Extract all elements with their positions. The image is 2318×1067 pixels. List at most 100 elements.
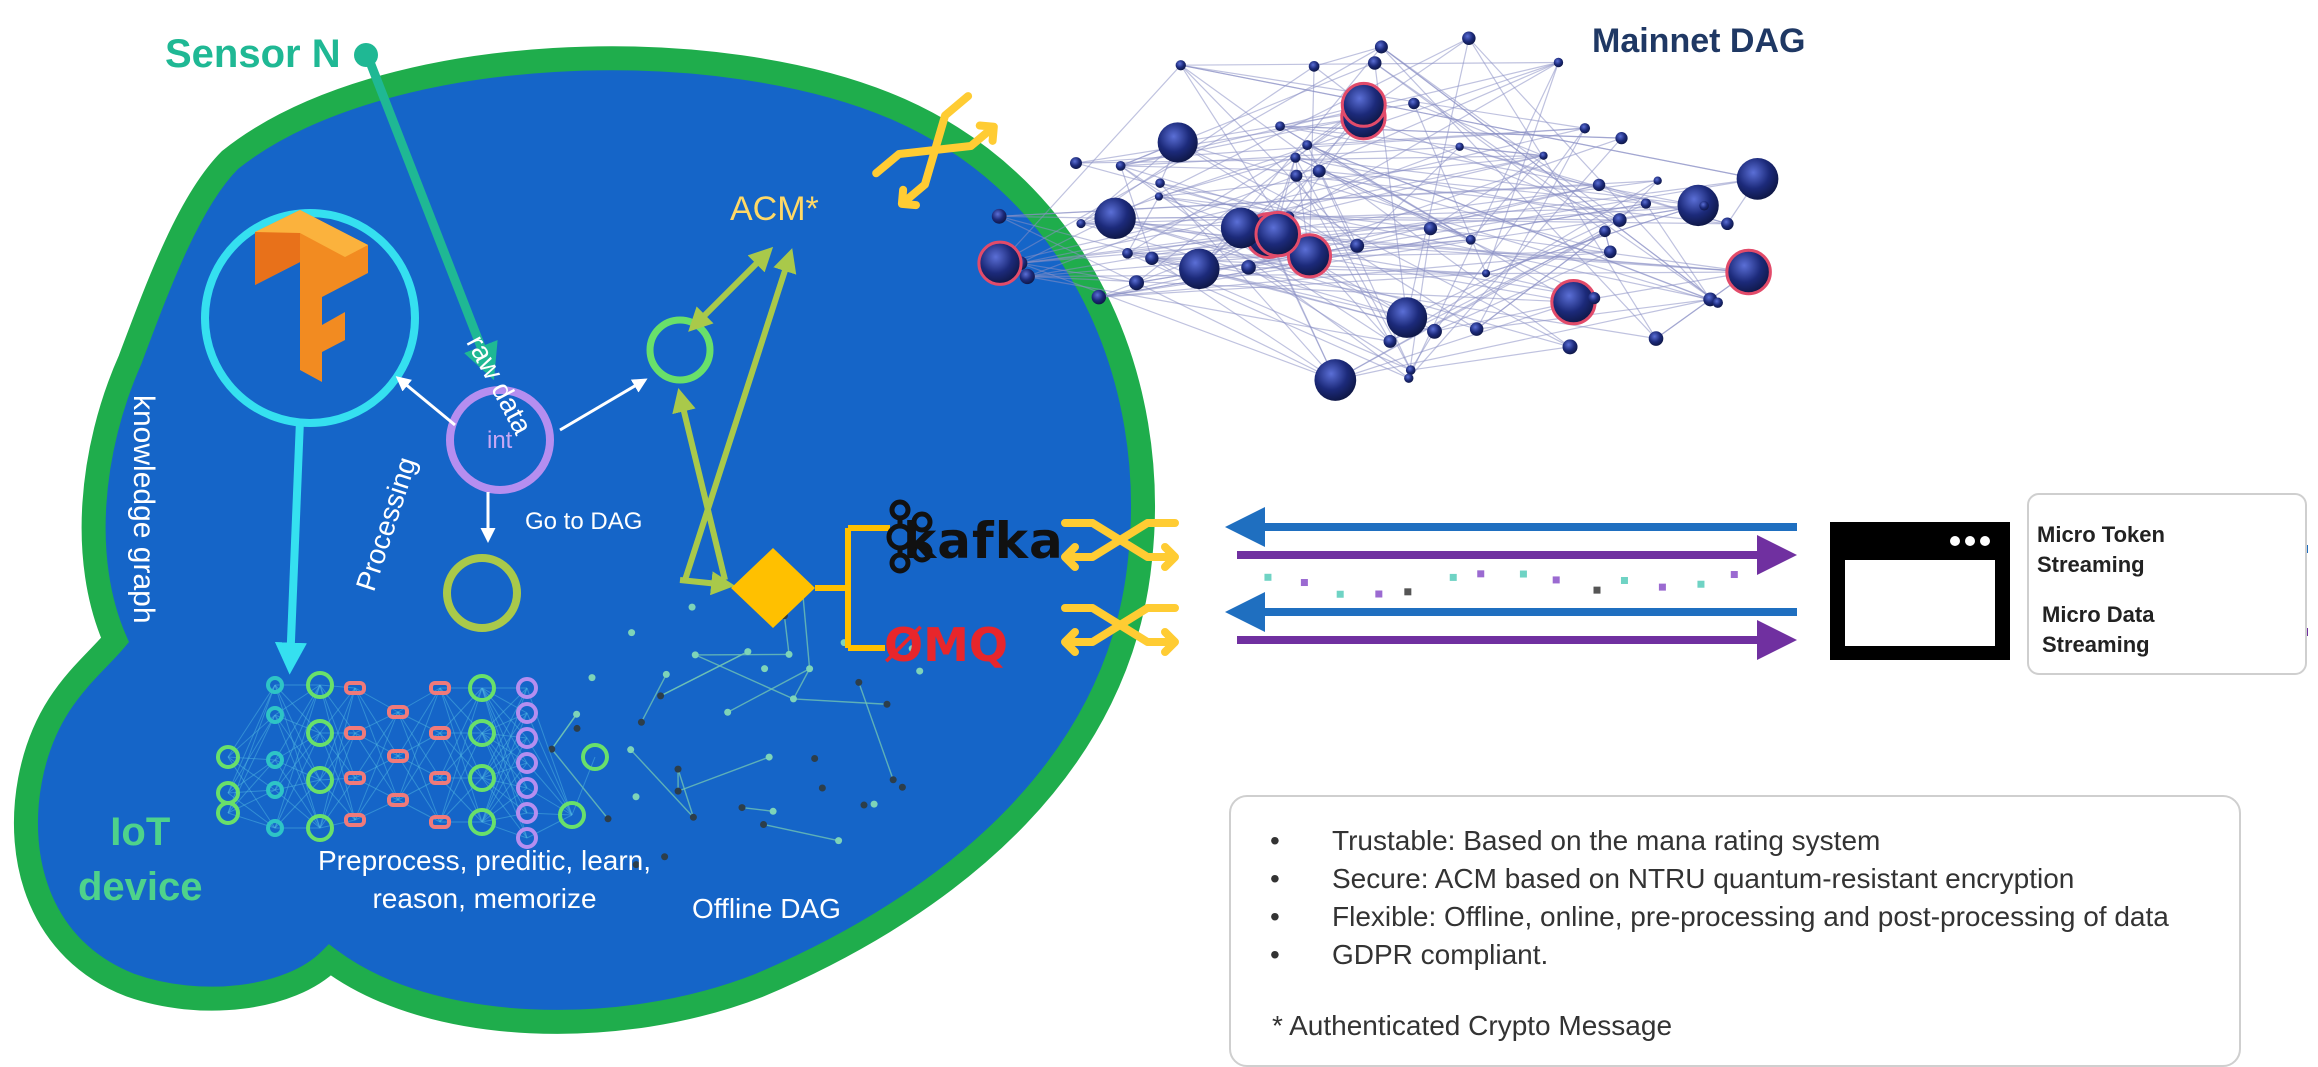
acm-footnote: * Authenticated Crypto Message	[1272, 1010, 1672, 1042]
mainnet-node	[1427, 324, 1442, 339]
preprocess-line-1: Preprocess, preditic, learn,	[318, 842, 651, 880]
mainnet-node	[1314, 359, 1356, 401]
mainnet-node	[1020, 269, 1035, 284]
mainnet-node	[1580, 123, 1590, 133]
offline-node	[835, 837, 842, 844]
mainnet-node	[1613, 213, 1627, 227]
offline-node	[633, 793, 640, 800]
packet-dot	[1594, 587, 1601, 594]
mainnet-node	[1122, 248, 1133, 259]
packet-dot	[1450, 574, 1457, 581]
offline-node	[899, 784, 906, 791]
mainnet-node	[1482, 269, 1490, 277]
offline-node	[657, 692, 664, 699]
offline-node	[890, 776, 897, 783]
mainnet-node	[1387, 297, 1428, 338]
feature-item: •GDPR compliant.	[1270, 936, 2169, 974]
offline-node	[761, 665, 768, 672]
mainnet-node	[1539, 152, 1547, 160]
offline-node	[663, 671, 670, 678]
legend-data-label: Micro Data Streaming	[2042, 600, 2154, 660]
offline-node	[627, 746, 634, 753]
mainnet-node	[1727, 250, 1771, 294]
mainnet-node	[1129, 275, 1144, 290]
mainnet-node	[1599, 226, 1611, 238]
mainnet-node	[1256, 212, 1300, 256]
mainnet-node	[1653, 177, 1661, 185]
legend-data-line-2: Streaming	[2042, 630, 2154, 660]
mainnet-node	[1649, 331, 1664, 346]
bullet-glyph: •	[1270, 936, 1332, 974]
mainnet-node	[1678, 185, 1719, 226]
offline-node	[860, 802, 867, 809]
feature-text: Trustable: Based on the mana rating syst…	[1332, 825, 1880, 856]
packet-dot	[1621, 577, 1628, 584]
feature-text: Flexible: Offline, online, pre-processin…	[1332, 901, 2169, 932]
mainnet-node	[1275, 121, 1285, 131]
offline-node	[855, 679, 862, 686]
legend-token-line-1: Micro Token	[2037, 520, 2165, 550]
offline-node	[628, 629, 635, 636]
offline-node	[661, 853, 668, 860]
mainnet-node	[1588, 292, 1600, 304]
offline-dag-label: Offline DAG	[692, 893, 841, 925]
mainnet-dag-label: Mainnet DAG	[1592, 22, 1805, 61]
mainnet-node	[992, 209, 1007, 224]
sensor-label: Sensor N	[165, 32, 341, 77]
iot-line-2: device	[78, 860, 203, 915]
mainnet-node	[1404, 374, 1413, 383]
offline-node	[605, 815, 612, 822]
zeromq-logo: ØMQ	[884, 618, 1008, 672]
mainnet-node	[1593, 179, 1605, 191]
browser-window-icon	[1830, 522, 2010, 660]
packet-dot	[1404, 588, 1411, 595]
packet-dot	[1520, 571, 1527, 578]
mainnet-node	[1155, 178, 1165, 188]
offline-node	[883, 701, 890, 708]
mainnet-node	[1408, 98, 1420, 110]
mainnet-node	[1094, 198, 1135, 239]
bullet-glyph: •	[1270, 860, 1332, 898]
go-to-dag-label: Go to DAG	[525, 508, 642, 536]
mainnet-node	[1737, 158, 1779, 200]
mainnet-node	[1554, 58, 1563, 67]
mainnet-node	[1302, 140, 1312, 150]
iot-line-1: IoT	[78, 805, 203, 860]
mainnet-node	[1721, 218, 1734, 231]
packet-dot	[1659, 584, 1666, 591]
offline-node	[766, 754, 773, 761]
mainnet-node	[1406, 365, 1416, 375]
mainnet-node	[1641, 198, 1651, 208]
preprocess-caption: Preprocess, preditic, learn, reason, mem…	[318, 842, 651, 918]
mainnet-node	[1563, 339, 1578, 354]
packet-dot	[1375, 590, 1382, 597]
mainnet-node	[1290, 152, 1300, 162]
feature-text: Secure: ACM based on NTRU quantum-resist…	[1332, 863, 2074, 894]
acm-label: ACM*	[730, 190, 819, 229]
mainnet-node	[1699, 201, 1709, 211]
offline-node	[675, 788, 682, 795]
feature-list: •Trustable: Based on the mana rating sys…	[1270, 822, 2169, 974]
packet-dot	[1301, 579, 1308, 586]
legend-data-line-1: Micro Data	[2042, 600, 2154, 630]
mainnet-node	[1290, 170, 1302, 182]
offline-node	[790, 695, 797, 702]
mainnet-node	[1604, 246, 1617, 259]
legend-token-line-2: Streaming	[2037, 550, 2165, 580]
mainnet-node	[1076, 219, 1085, 228]
mainnet-node	[1384, 335, 1397, 348]
packet-dot	[1264, 574, 1271, 581]
offline-node	[638, 719, 645, 726]
mainnet-node	[979, 242, 1021, 284]
mainnet-node	[1375, 40, 1388, 53]
mainnet-node	[1155, 192, 1163, 200]
bullet-glyph: •	[1270, 898, 1332, 936]
offline-node	[690, 814, 697, 821]
offline-node	[786, 651, 793, 658]
preprocess-line-2: reason, memorize	[318, 880, 651, 918]
offline-node	[692, 651, 699, 658]
mainnet-node	[1070, 157, 1082, 169]
mainnet-node	[1470, 322, 1484, 336]
feature-text: GDPR compliant.	[1332, 939, 1548, 970]
mainnet-node	[1713, 298, 1723, 308]
